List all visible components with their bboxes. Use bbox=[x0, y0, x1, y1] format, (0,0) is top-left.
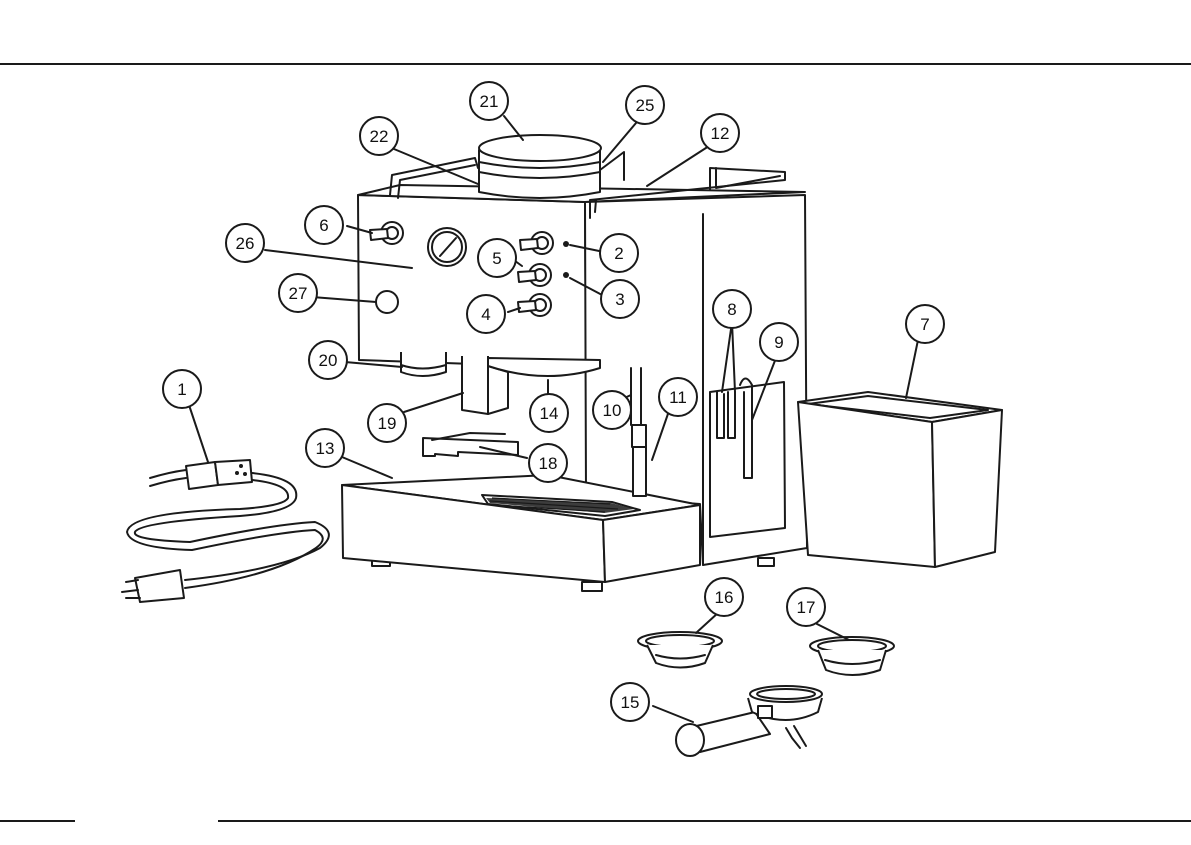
water-tank-lid bbox=[479, 135, 601, 198]
callout-13: 13 bbox=[306, 429, 344, 467]
callout-label: 12 bbox=[711, 124, 730, 143]
callout-14: 14 bbox=[530, 394, 568, 432]
callout-18: 18 bbox=[529, 444, 567, 482]
callout-19: 19 bbox=[368, 404, 406, 442]
callout-22: 22 bbox=[360, 117, 398, 155]
callout-label: 18 bbox=[539, 454, 558, 473]
callout-27: 27 bbox=[279, 274, 317, 312]
callout-label: 11 bbox=[669, 388, 687, 407]
callout-label: 22 bbox=[370, 127, 389, 146]
callout-6: 6 bbox=[305, 206, 343, 244]
callout-1: 1 bbox=[163, 370, 201, 408]
callout-label: 19 bbox=[378, 414, 397, 433]
callout-26: 26 bbox=[226, 224, 264, 262]
callout-10: 10 bbox=[593, 391, 631, 429]
callout-8: 8 bbox=[713, 290, 751, 328]
filter-basket-single bbox=[638, 632, 722, 668]
callout-label: 16 bbox=[715, 588, 734, 607]
callout-label: 25 bbox=[636, 96, 655, 115]
callout-label: 9 bbox=[774, 333, 783, 352]
callout-20: 20 bbox=[309, 341, 347, 379]
callout-7: 7 bbox=[906, 305, 944, 343]
callout-label: 27 bbox=[289, 284, 308, 303]
callout-3: 3 bbox=[601, 280, 639, 318]
callout-label: 10 bbox=[603, 401, 622, 420]
callout-label: 21 bbox=[480, 92, 499, 111]
callout-label: 4 bbox=[481, 305, 490, 324]
callout-label: 20 bbox=[319, 351, 338, 370]
callout-label: 7 bbox=[920, 315, 929, 334]
callout-label: 26 bbox=[236, 234, 255, 253]
callout-label: 8 bbox=[727, 300, 736, 319]
callout-label: 6 bbox=[319, 216, 328, 235]
callout-label: 5 bbox=[492, 249, 501, 268]
callout-label: 2 bbox=[614, 244, 623, 263]
callout-label: 17 bbox=[797, 598, 816, 617]
water-tank bbox=[798, 392, 1002, 567]
callout-label: 14 bbox=[540, 404, 559, 423]
callout-label: 13 bbox=[316, 439, 335, 458]
callout-15: 15 bbox=[611, 683, 649, 721]
power-cord bbox=[122, 460, 329, 602]
callout-label: 1 bbox=[177, 380, 186, 399]
callout-5: 5 bbox=[478, 239, 516, 277]
callout-16: 16 bbox=[705, 578, 743, 616]
callout-9: 9 bbox=[760, 323, 798, 361]
callout-label: 15 bbox=[621, 693, 640, 712]
filter-basket-double bbox=[810, 637, 894, 675]
callout-label: 3 bbox=[615, 290, 624, 309]
pressure-gauge bbox=[428, 228, 466, 266]
callout-21: 21 bbox=[470, 82, 508, 120]
callout-12: 12 bbox=[701, 114, 739, 152]
callout-11: 11 bbox=[659, 378, 697, 416]
callout-17: 17 bbox=[787, 588, 825, 626]
callout-4: 4 bbox=[467, 295, 505, 333]
callout-2: 2 bbox=[600, 234, 638, 272]
portafilter bbox=[676, 686, 822, 756]
callout-25: 25 bbox=[626, 86, 664, 124]
